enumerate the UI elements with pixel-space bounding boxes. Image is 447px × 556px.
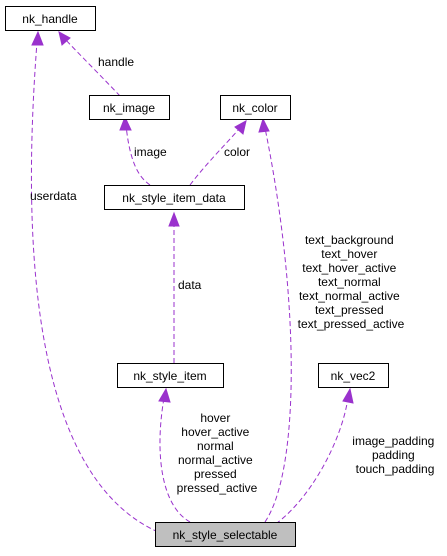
edge-label-userdata: userdata [30,189,77,203]
edge-label-image-padding: image_padding [352,434,434,448]
edge-label-style-items: hover hover_active normal normal_active … [177,411,258,495]
edge-label-text-hover-active: text_hover_active [302,261,396,275]
edge-label-handle: handle [98,55,134,69]
node-nk-image-label: nk_image [103,101,155,115]
edge-itemdata-to-color-arrowhead [234,120,247,135]
node-nk-color[interactable]: nk_color [220,95,291,120]
edge-label-touch-padding: touch_padding [356,462,435,476]
node-nk-image[interactable]: nk_image [89,95,170,120]
node-nk-image-box [89,95,170,120]
node-nk-handle-label: nk_handle [22,12,78,26]
node-nk-handle[interactable]: nk_handle [5,6,96,31]
node-nk-style-item-label: nk_style_item [133,369,206,383]
edge-image-to-handle-arrowhead [58,31,71,46]
node-nk-style-item-data-box [104,185,245,210]
node-nk-style-selectable-label: nk_style_selectable [173,528,278,542]
edge-label-hover-active: hover_active [181,425,249,439]
node-nk-handle-box [5,6,96,31]
node-nk-vec2-box [318,363,389,388]
node-nk-style-item-data-label: nk_style_item_data [122,191,226,205]
edge-label-pressed-active: pressed_active [177,481,258,495]
edge-item-to-itemdata: data [168,211,202,363]
edge-selectable-to-color-arrowhead [258,117,270,133]
edge-selectable-to-vec2: image_padding padding touch_padding [261,387,437,533]
edge-label-normal-active: normal_active [178,453,253,467]
edge-label-text-pressed-active: text_pressed_active [298,317,405,331]
edge-label-text-hover: text_hover [321,247,377,261]
node-nk-vec2[interactable]: nk_vec2 [318,363,389,388]
edge-itemdata-to-image-arrowhead [119,115,132,131]
node-nk-style-item[interactable]: nk_style_item [117,363,224,388]
edge-label-image: image [134,145,167,159]
edge-selectable-to-vec2-arrowhead [342,387,354,404]
edge-item-to-itemdata-arrowhead [168,211,180,227]
edge-label-text-normal-active: text_normal_active [299,289,400,303]
edge-label-vectors: image_padding padding touch_padding [352,434,437,476]
node-nk-vec2-label: nk_vec2 [331,369,376,383]
edge-label-text-normal: text_normal [318,275,381,289]
node-nk-color-label: nk_color [232,101,277,115]
edge-label-text-background: text_background [305,233,394,247]
node-nk-style-item-box [117,363,224,388]
edge-selectable-to-color: text_background text_hover text_hover_ac… [258,117,405,523]
edge-label-padding: padding [372,448,415,462]
edge-image-to-handle: handle [58,31,134,97]
node-nk-color-box [220,95,291,120]
edge-selectable-to-handle-arrowhead [31,30,44,46]
edge-label-pressed: pressed [194,467,237,481]
node-nk-style-selectable-box [155,522,296,547]
edge-selectable-to-item: hover hover_active normal normal_active … [158,387,258,523]
edge-itemdata-to-image: image [119,115,167,186]
edge-selectable-to-handle: userdata [30,30,159,533]
edge-label-text-colors: text_background text_hover text_hover_ac… [298,233,405,331]
edge-label-normal: normal [197,439,234,453]
edge-itemdata-to-color: color [189,120,250,186]
node-nk-style-item-data[interactable]: nk_style_item_data [104,185,245,210]
edge-selectable-to-item-arrowhead [158,387,171,403]
edge-label-data: data [178,278,202,292]
edge-label-text-pressed: text_pressed [315,303,384,317]
node-nk-style-selectable[interactable]: nk_style_selectable [155,522,296,547]
edge-label-color: color [224,145,250,159]
edge-label-hover: hover [200,411,230,425]
